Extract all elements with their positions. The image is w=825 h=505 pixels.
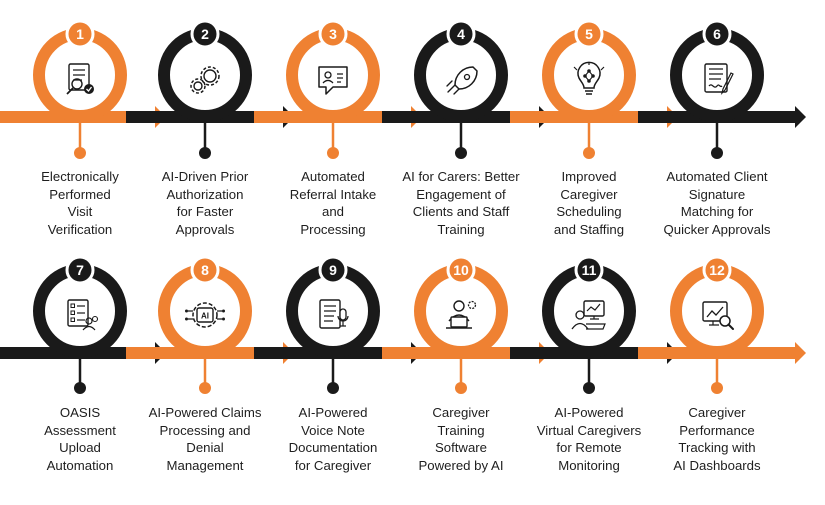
icon-backdrop — [46, 277, 114, 345]
step-number-badge — [702, 19, 732, 49]
signed-document-icon — [704, 63, 734, 95]
step-number: 12 — [709, 262, 725, 278]
step-number: 5 — [585, 26, 593, 42]
connector-dot — [327, 147, 339, 159]
step-number: 11 — [582, 262, 597, 278]
voice-document-icon — [319, 299, 349, 329]
step-number-badge — [190, 255, 220, 285]
step-label: Electronically Performed Visit Verificat… — [41, 169, 119, 237]
step-label: OASIS Assessment Upload Automation — [44, 405, 116, 473]
referral-chat-icon — [318, 66, 348, 95]
step-number: 7 — [76, 262, 84, 278]
step-4: 4 — [382, 19, 550, 159]
checklist-magnifier-icon — [66, 63, 94, 95]
connector-dot — [327, 382, 339, 394]
step-number: 4 — [457, 26, 465, 42]
step-11: 11 — [510, 255, 678, 394]
connector-dot — [711, 382, 723, 394]
connector-dot — [583, 147, 595, 159]
icon-backdrop — [427, 41, 495, 109]
icon-backdrop — [683, 277, 751, 345]
assessment-list-icon — [67, 299, 99, 331]
step-label: AI-Powered Claims Processing and Denial … — [148, 405, 262, 473]
ai-gear-icon: AI — [185, 302, 225, 328]
step-number: 2 — [201, 26, 209, 42]
dashboard-magnifier-icon — [702, 301, 734, 330]
step-number-badge — [702, 255, 732, 285]
step-number-badge — [190, 19, 220, 49]
step-5: 5 — [510, 19, 678, 159]
remote-monitoring-icon — [571, 300, 606, 330]
step-label: Improved Caregiver Scheduling and Staffi… — [553, 169, 625, 237]
step-number: 1 — [76, 26, 84, 42]
step-number: 6 — [713, 26, 721, 42]
step-3: 3 — [254, 19, 422, 159]
step-6: 6 — [638, 19, 806, 159]
connector-dot — [74, 147, 86, 159]
step-label: AI-Driven Prior Authorization for Faster… — [161, 169, 249, 237]
step-number-badge — [65, 19, 95, 49]
step-number: 10 — [453, 262, 469, 278]
step-label: Caregiver Performance Tracking with AI D… — [673, 405, 761, 473]
connector-dot — [711, 147, 723, 159]
step-label: AI for Carers: Better Engagement of Clie… — [402, 169, 520, 237]
icon-backdrop — [299, 41, 367, 109]
connector-dot — [199, 382, 211, 394]
icon-backdrop — [683, 41, 751, 109]
lightbulb-network-icon — [573, 61, 605, 95]
step-label: AI-Powered Virtual Caregivers for Remote… — [536, 405, 642, 473]
step-number-badge — [446, 19, 476, 49]
step-label: AI-Powered Voice Note Documentation for … — [288, 405, 378, 473]
step-number-badge — [318, 255, 348, 285]
connector-dot — [455, 147, 467, 159]
connector-dot — [199, 147, 211, 159]
arrow-head — [795, 106, 806, 128]
connector-dot — [583, 382, 595, 394]
step-9: 9 — [254, 255, 422, 394]
arrow-head — [795, 342, 806, 364]
step-number-badge — [446, 255, 476, 285]
rocket-icon — [446, 66, 478, 95]
icon-backdrop — [555, 277, 623, 345]
step-number-badge — [574, 255, 604, 285]
step-10: 10 — [382, 255, 550, 394]
connector-dot — [455, 382, 467, 394]
step-label: Caregiver Training Software Powered by A… — [418, 405, 504, 473]
step-number-badge — [574, 19, 604, 49]
icon-backdrop — [555, 41, 623, 109]
icon-backdrop — [171, 41, 239, 109]
person-laptop-icon — [446, 300, 477, 329]
step-number-badge — [65, 255, 95, 285]
step-number-badge — [318, 19, 348, 49]
svg-text:AI: AI — [201, 312, 209, 321]
icon-backdrop — [171, 277, 239, 345]
step-label: Automated Client Signature Matching for … — [663, 169, 771, 237]
step-number: 3 — [329, 26, 337, 42]
step-8: AI 8 — [126, 255, 294, 394]
step-12: 12 — [638, 255, 806, 394]
step-number: 9 — [329, 262, 337, 278]
step-number: 8 — [201, 262, 209, 278]
step-1: 1 — [0, 19, 166, 159]
step-7: 7 — [0, 255, 166, 394]
step-label: Automated Referral Intake and Processing — [289, 169, 377, 237]
step-2: 2 — [126, 19, 294, 159]
gears-icon — [190, 66, 220, 94]
connector-dot — [74, 382, 86, 394]
